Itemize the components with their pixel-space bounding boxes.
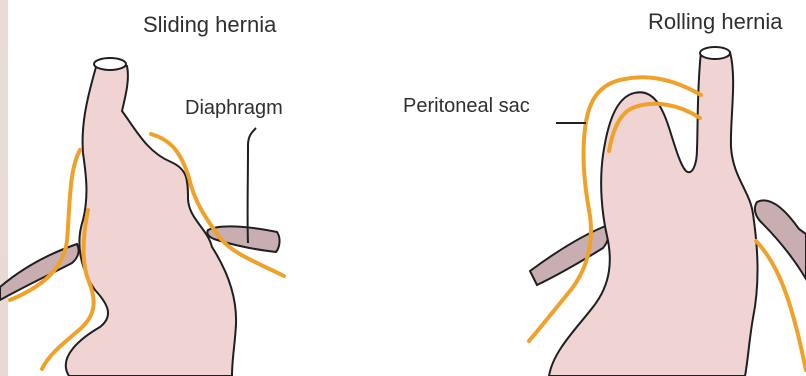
peritoneal-sac-label: Peritoneal sac xyxy=(403,96,530,116)
rolling-hernia-title: Rolling hernia xyxy=(648,11,783,33)
rolling-hernia-illustration xyxy=(529,47,806,376)
diaphragm-label: Diaphragm xyxy=(185,98,283,118)
rolling-hernia-esophagus-opening xyxy=(700,47,730,59)
rolling-hernia-stomach xyxy=(549,50,758,376)
right-diaphragm-left-piece xyxy=(530,225,609,285)
left-diaphragm-left-piece xyxy=(0,244,79,300)
diaphragm-leader-line xyxy=(248,128,256,243)
sliding-hernia-title: Sliding hernia xyxy=(143,14,276,36)
left-diaphragm-right-piece xyxy=(207,226,279,252)
sliding-hernia-esophagus-opening xyxy=(94,58,126,70)
right-diaphragm-right-piece xyxy=(755,200,806,279)
